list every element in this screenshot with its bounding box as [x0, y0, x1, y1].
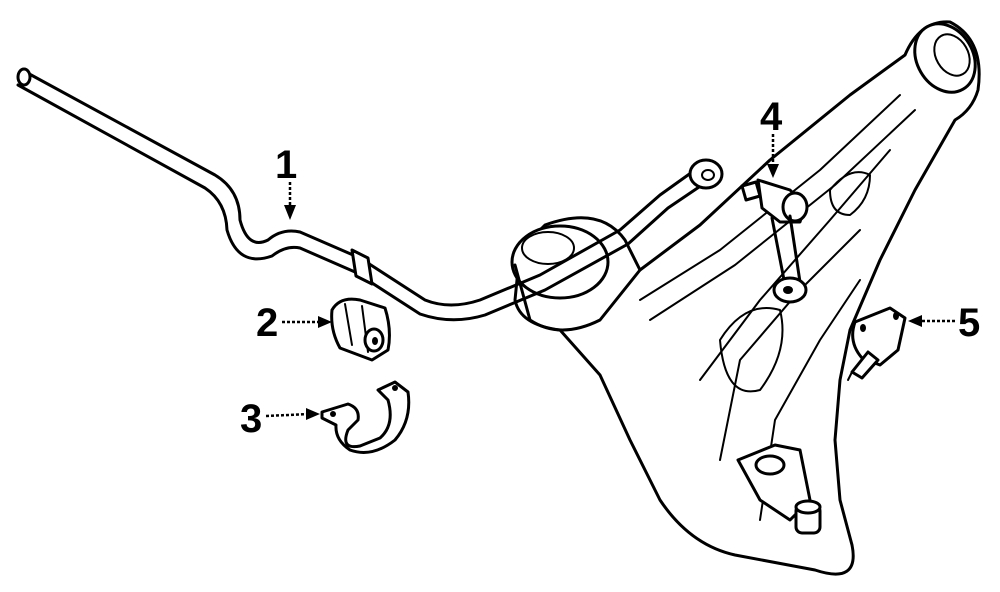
callout-1: 1 [275, 143, 297, 220]
bushing [330, 297, 391, 362]
bushing-bracket [320, 380, 411, 454]
stabilizer-bar [16, 67, 724, 322]
callout-number: 3 [240, 397, 262, 441]
callout-number: 2 [256, 301, 278, 345]
callout-number: 5 [958, 301, 980, 345]
lower-control-arm [510, 20, 981, 576]
callout-number: 1 [275, 143, 297, 187]
callout-2: 2 [256, 301, 332, 345]
callout-3: 3 [240, 397, 320, 441]
mounting-bracket [847, 306, 907, 381]
callout-4: 4 [760, 95, 783, 178]
callout-5: 5 [908, 301, 980, 345]
stabilizer-link [740, 178, 809, 304]
callout-number: 4 [760, 95, 783, 139]
